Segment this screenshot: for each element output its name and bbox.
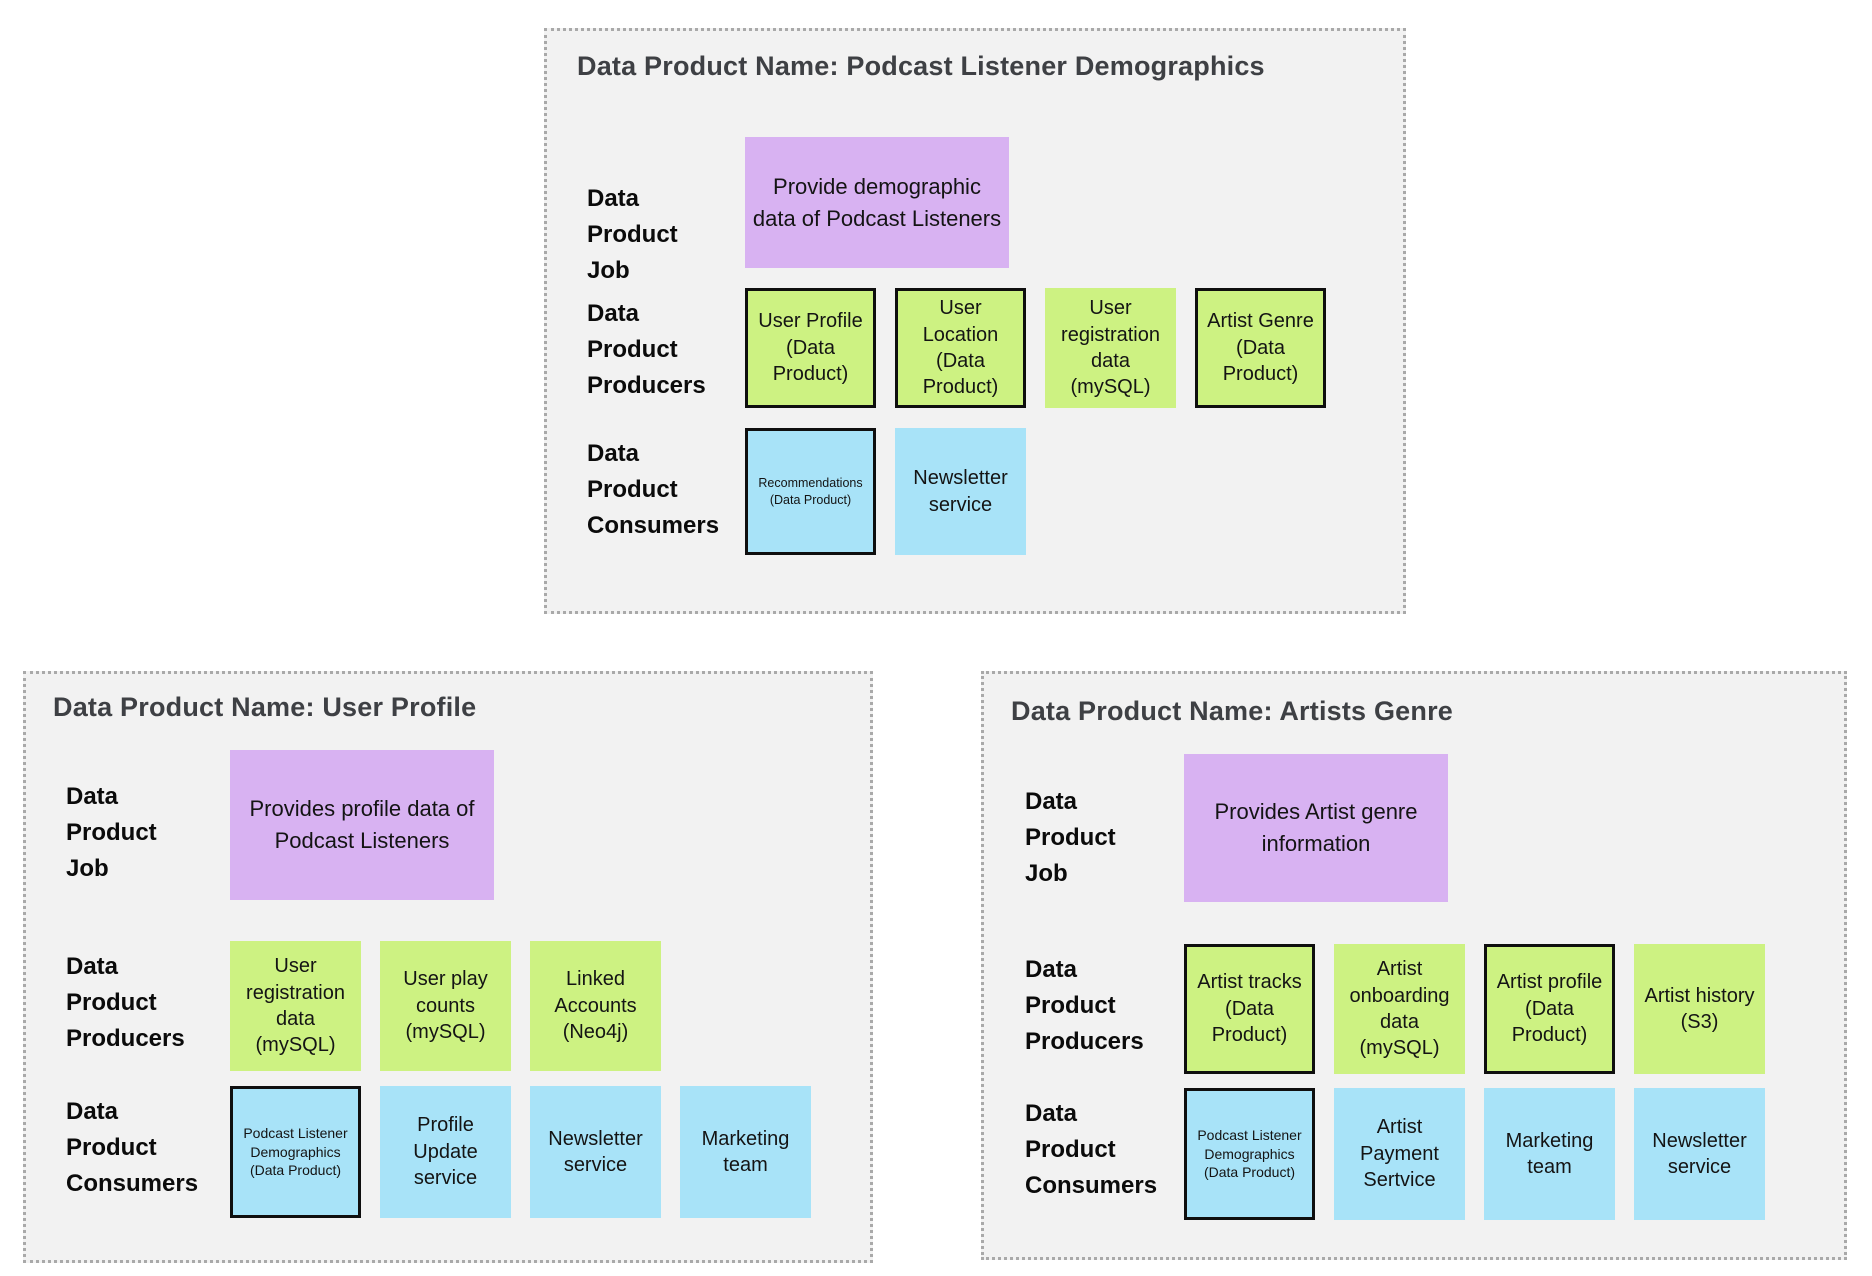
job-box-provides-artist-genre: Provides Artist genre information xyxy=(1184,754,1448,902)
producers-row-label: Data Product Producers xyxy=(587,300,706,399)
producer-box-artist-genre: Artist Genre (Data Product) xyxy=(1195,288,1326,408)
job-box-provide-demographic-data: Provide demographic data of Podcast List… xyxy=(745,137,1009,268)
panel-podcast-listener-demographics: Data Product Name: Podcast Listener Demo… xyxy=(544,28,1406,614)
panel-title: Data Product Name: User Profile xyxy=(53,692,477,722)
consumer-box-newsletter-service: Newsletter service xyxy=(530,1086,661,1218)
producers-row-label: Data Product Producers xyxy=(66,953,185,1052)
job-row-label: Data Product Job xyxy=(1025,788,1116,887)
consumer-box-podcast-listener-demographics: Podcast Listener Demographics (Data Prod… xyxy=(230,1086,361,1218)
producer-box-artist-profile: Artist profile (Data Product) xyxy=(1484,944,1615,1074)
consumers-row-label: Data Product Consumers xyxy=(1025,1100,1158,1199)
consumer-box-profile-update-service: Profile Update service xyxy=(380,1086,511,1218)
producers-row-label: Data Product Producers xyxy=(1025,956,1144,1055)
producer-box-user-registration-data: User registration data (mySQL) xyxy=(230,941,361,1071)
panel-user-profile: Data Product Name: User Profile Data Pro… xyxy=(23,671,873,1263)
producer-box-user-profile: User Profile (Data Product) xyxy=(745,288,876,408)
panel-artists-genre: Data Product Name: Artists Genre Data Pr… xyxy=(981,671,1847,1260)
consumer-box-marketing-team: Marketing team xyxy=(680,1086,811,1218)
consumer-box-podcast-listener-demographics: Podcast Listener Demographics (Data Prod… xyxy=(1184,1088,1315,1220)
consumer-box-artist-payment-service: Artist Payment Sertvice xyxy=(1334,1088,1465,1220)
producer-box-artist-history: Artist history (S3) xyxy=(1634,944,1765,1074)
producer-box-user-play-counts: User play counts (mySQL) xyxy=(380,941,511,1071)
panel-title: Data Product Name: Podcast Listener Demo… xyxy=(577,51,1265,81)
producer-box-artist-tracks: Artist tracks (Data Product) xyxy=(1184,944,1315,1074)
producer-box-linked-accounts: Linked Accounts (Neo4j) xyxy=(530,941,661,1071)
consumer-box-marketing-team: Marketing team xyxy=(1484,1088,1615,1220)
consumer-box-newsletter-service: Newsletter service xyxy=(895,428,1026,555)
consumer-box-newsletter-service: Newsletter service xyxy=(1634,1088,1765,1220)
job-row-label: Data Product Job xyxy=(587,185,678,284)
consumers-row-label: Data Product Consumers xyxy=(66,1098,199,1197)
producer-box-user-registration-data: User registration data (mySQL) xyxy=(1045,288,1176,408)
job-row-label: Data Product Job xyxy=(66,783,157,882)
producer-box-user-location: User Location (Data Product) xyxy=(895,288,1026,408)
consumer-box-recommendations: Recommendations (Data Product) xyxy=(745,428,876,555)
job-box-provides-profile-data: Provides profile data of Podcast Listene… xyxy=(230,750,494,900)
consumers-row-label: Data Product Consumers xyxy=(587,440,720,539)
producer-box-artist-onboarding-data: Artist onboarding data (mySQL) xyxy=(1334,944,1465,1074)
panel-title: Data Product Name: Artists Genre xyxy=(1011,696,1454,726)
